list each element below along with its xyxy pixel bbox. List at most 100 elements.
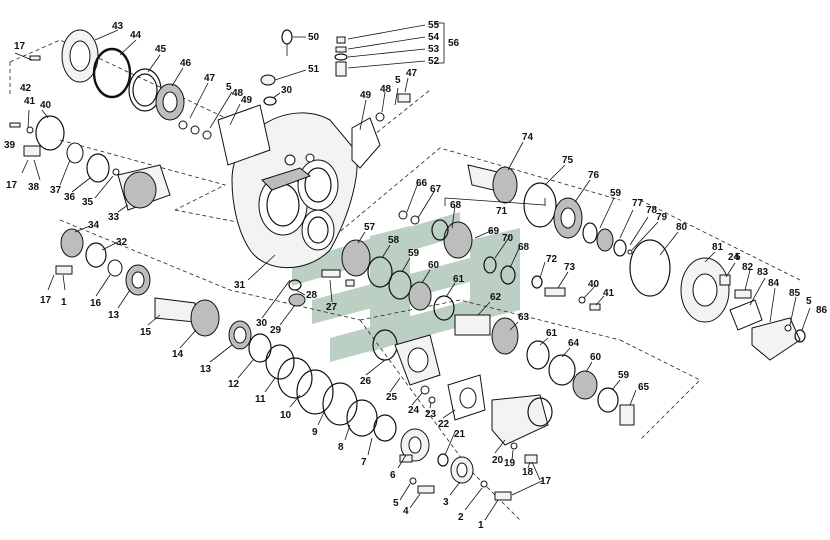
label-86: 86 (816, 305, 828, 316)
label-12: 12 (228, 379, 240, 390)
label-56: 56 (448, 38, 460, 49)
label-49a: 49 (241, 95, 253, 106)
left-shaft-group (55, 228, 430, 462)
label-65: 65 (638, 382, 650, 393)
label-68b: 68 (518, 242, 530, 253)
label-5c: 5 (395, 75, 401, 86)
label-59a: 59 (408, 248, 420, 259)
label-50: 50 (308, 32, 320, 43)
label-37: 37 (50, 185, 62, 196)
label-30a: 30 (256, 318, 268, 329)
label-73: 73 (564, 262, 576, 273)
label-60b: 60 (590, 352, 602, 363)
right-side-group (719, 274, 806, 361)
label-78: 78 (646, 205, 658, 216)
label-8: 8 (338, 442, 344, 453)
label-31: 31 (234, 280, 246, 291)
label-60a: 60 (428, 260, 440, 271)
label-75: 75 (562, 155, 574, 166)
label-67: 67 (430, 184, 442, 195)
label-32: 32 (116, 237, 128, 248)
label-84: 84 (768, 278, 780, 289)
label-61b: 61 (546, 328, 558, 339)
label-17d: 17 (540, 476, 552, 487)
misc-small-parts (288, 93, 435, 494)
label-22: 22 (438, 419, 450, 430)
upper-left-group (9, 29, 212, 211)
label-17c: 17 (40, 295, 52, 306)
label-48a: 48 (232, 88, 244, 99)
label-29: 29 (270, 325, 282, 336)
label-58: 58 (388, 235, 400, 246)
label-68a: 68 (450, 200, 462, 211)
label-71: 71 (496, 206, 508, 217)
label-24a: 24 (408, 405, 420, 416)
label-66: 66 (416, 178, 428, 189)
label-53: 53 (428, 44, 440, 55)
label-7: 7 (361, 457, 367, 468)
eye-bolt (281, 29, 293, 56)
label-85: 85 (789, 288, 801, 299)
label-42: 42 (20, 83, 32, 94)
label-35: 35 (82, 197, 94, 208)
label-9: 9 (312, 427, 318, 438)
label-14: 14 (172, 349, 184, 360)
label-41b: 41 (603, 288, 615, 299)
label-1a: 1 (61, 297, 67, 308)
cover-plate-49-left (217, 104, 271, 166)
label-76: 76 (588, 170, 600, 181)
label-24b: 24 (728, 252, 740, 263)
label-21: 21 (454, 429, 466, 440)
label-19: 19 (504, 458, 516, 469)
label-61a: 61 (453, 274, 465, 285)
label-44: 44 (130, 30, 142, 41)
plug-stack (334, 36, 348, 77)
label-80: 80 (676, 222, 688, 233)
label-70: 70 (502, 233, 514, 244)
label-40: 40 (40, 100, 52, 111)
label-49b: 49 (360, 90, 372, 101)
label-55: 55 (428, 20, 440, 31)
label-5d: 5 (735, 252, 741, 263)
label-34: 34 (88, 220, 100, 231)
label-2: 2 (458, 512, 464, 523)
label-4: 4 (403, 506, 409, 517)
label-48b: 48 (380, 84, 392, 95)
label-47b: 47 (406, 68, 418, 79)
label-27: 27 (326, 302, 338, 313)
upper-right-group (398, 164, 730, 323)
label-41a: 41 (24, 96, 36, 107)
label-72: 72 (546, 254, 558, 265)
label-36: 36 (64, 192, 76, 203)
label-15: 15 (140, 327, 152, 338)
label-11: 11 (255, 394, 266, 405)
label-16: 16 (90, 298, 102, 309)
label-20: 20 (492, 455, 504, 466)
label-46: 46 (180, 58, 192, 69)
label-33: 33 (108, 212, 120, 223)
label-74: 74 (522, 132, 534, 143)
label-28: 28 (306, 290, 318, 301)
label-52: 52 (428, 56, 440, 67)
cover-plate-49-right (351, 117, 381, 169)
center-shaft-group (341, 239, 635, 501)
label-18: 18 (522, 467, 534, 478)
label-47a: 47 (204, 73, 216, 84)
label-13b: 13 (108, 310, 120, 321)
breather-cap (260, 74, 276, 86)
label-26: 26 (360, 376, 372, 387)
label-40b: 40 (588, 279, 600, 290)
label-30b: 30 (281, 85, 293, 96)
label-69: 69 (488, 226, 500, 237)
label-6: 6 (390, 470, 396, 481)
label-64: 64 (568, 338, 580, 349)
watermark-logo (292, 212, 520, 362)
label-57: 57 (364, 222, 376, 233)
label-82: 82 (742, 262, 754, 273)
label-54: 54 (428, 32, 440, 43)
label-3: 3 (443, 497, 449, 508)
label-5b: 5 (226, 82, 232, 93)
label-77: 77 (632, 198, 644, 209)
label-38: 38 (28, 182, 40, 193)
label-17b: 17 (6, 180, 18, 191)
